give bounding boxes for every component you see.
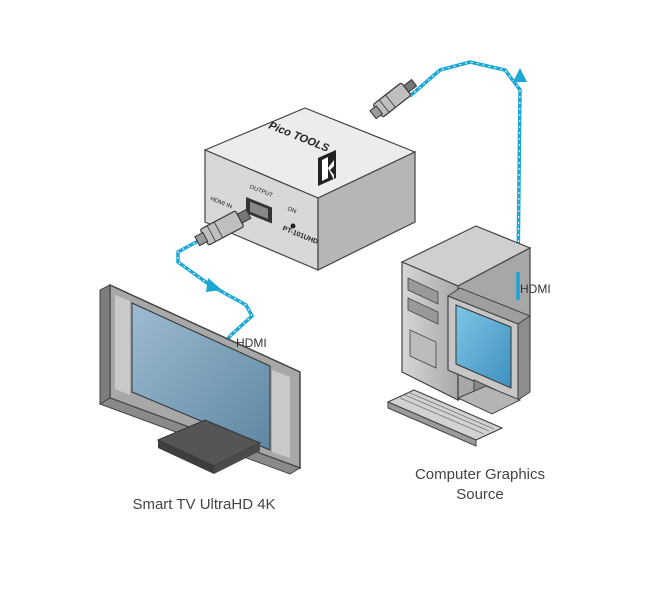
hdmi-plug-left	[194, 208, 252, 247]
kramer-logo	[318, 150, 336, 186]
kramer-device	[203, 107, 417, 271]
hdmi-plug-top	[369, 78, 418, 120]
pc-screen	[455, 304, 512, 389]
hdmi-label-pc: HDMI	[520, 282, 551, 296]
hdmi-cable-pc	[408, 60, 527, 273]
tv-caption: Smart TV UltraHD 4K	[132, 496, 276, 513]
keyboard-keys	[399, 392, 495, 435]
on-led-icon	[290, 223, 296, 229]
smart-tv	[98, 283, 302, 475]
device-on-label: ON	[286, 206, 297, 215]
arrow-up-icon	[513, 68, 527, 82]
computer	[386, 225, 532, 447]
output-port	[246, 197, 272, 224]
arrow-down-icon	[206, 278, 222, 292]
pc-caption-line1: Computer Graphics	[414, 466, 546, 483]
hdmi-label-tv: HDMI	[236, 336, 267, 350]
hdmi-cable-tv	[176, 238, 255, 359]
pc-caption-line2: Source	[456, 486, 504, 503]
tv-screen	[131, 302, 271, 451]
